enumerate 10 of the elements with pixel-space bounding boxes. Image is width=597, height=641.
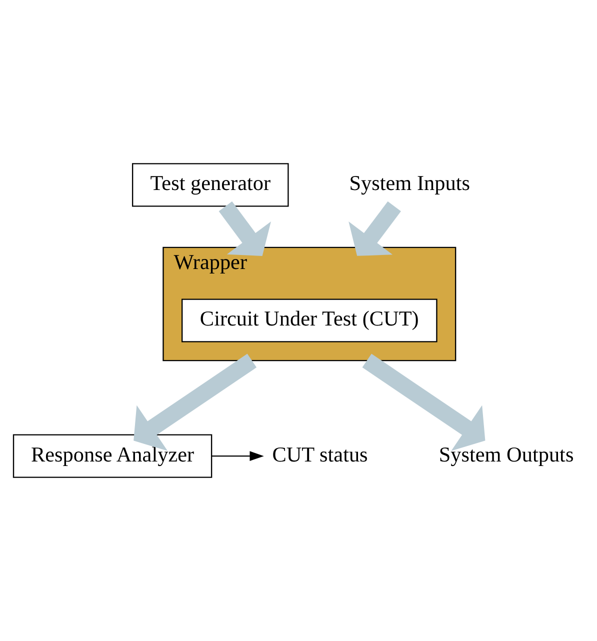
node-text: System Inputs (349, 171, 470, 196)
node-box: Circuit Under Test (CUT) (182, 298, 438, 342)
arrow (134, 354, 257, 451)
node-text: System Outputs (438, 442, 574, 466)
node-text: CUT status (272, 442, 368, 466)
arrow (348, 201, 401, 256)
node-box: Response Analyzer (12, 434, 212, 478)
arrow (212, 451, 264, 462)
arrow (362, 354, 486, 451)
node-box: Test generator (132, 163, 289, 207)
